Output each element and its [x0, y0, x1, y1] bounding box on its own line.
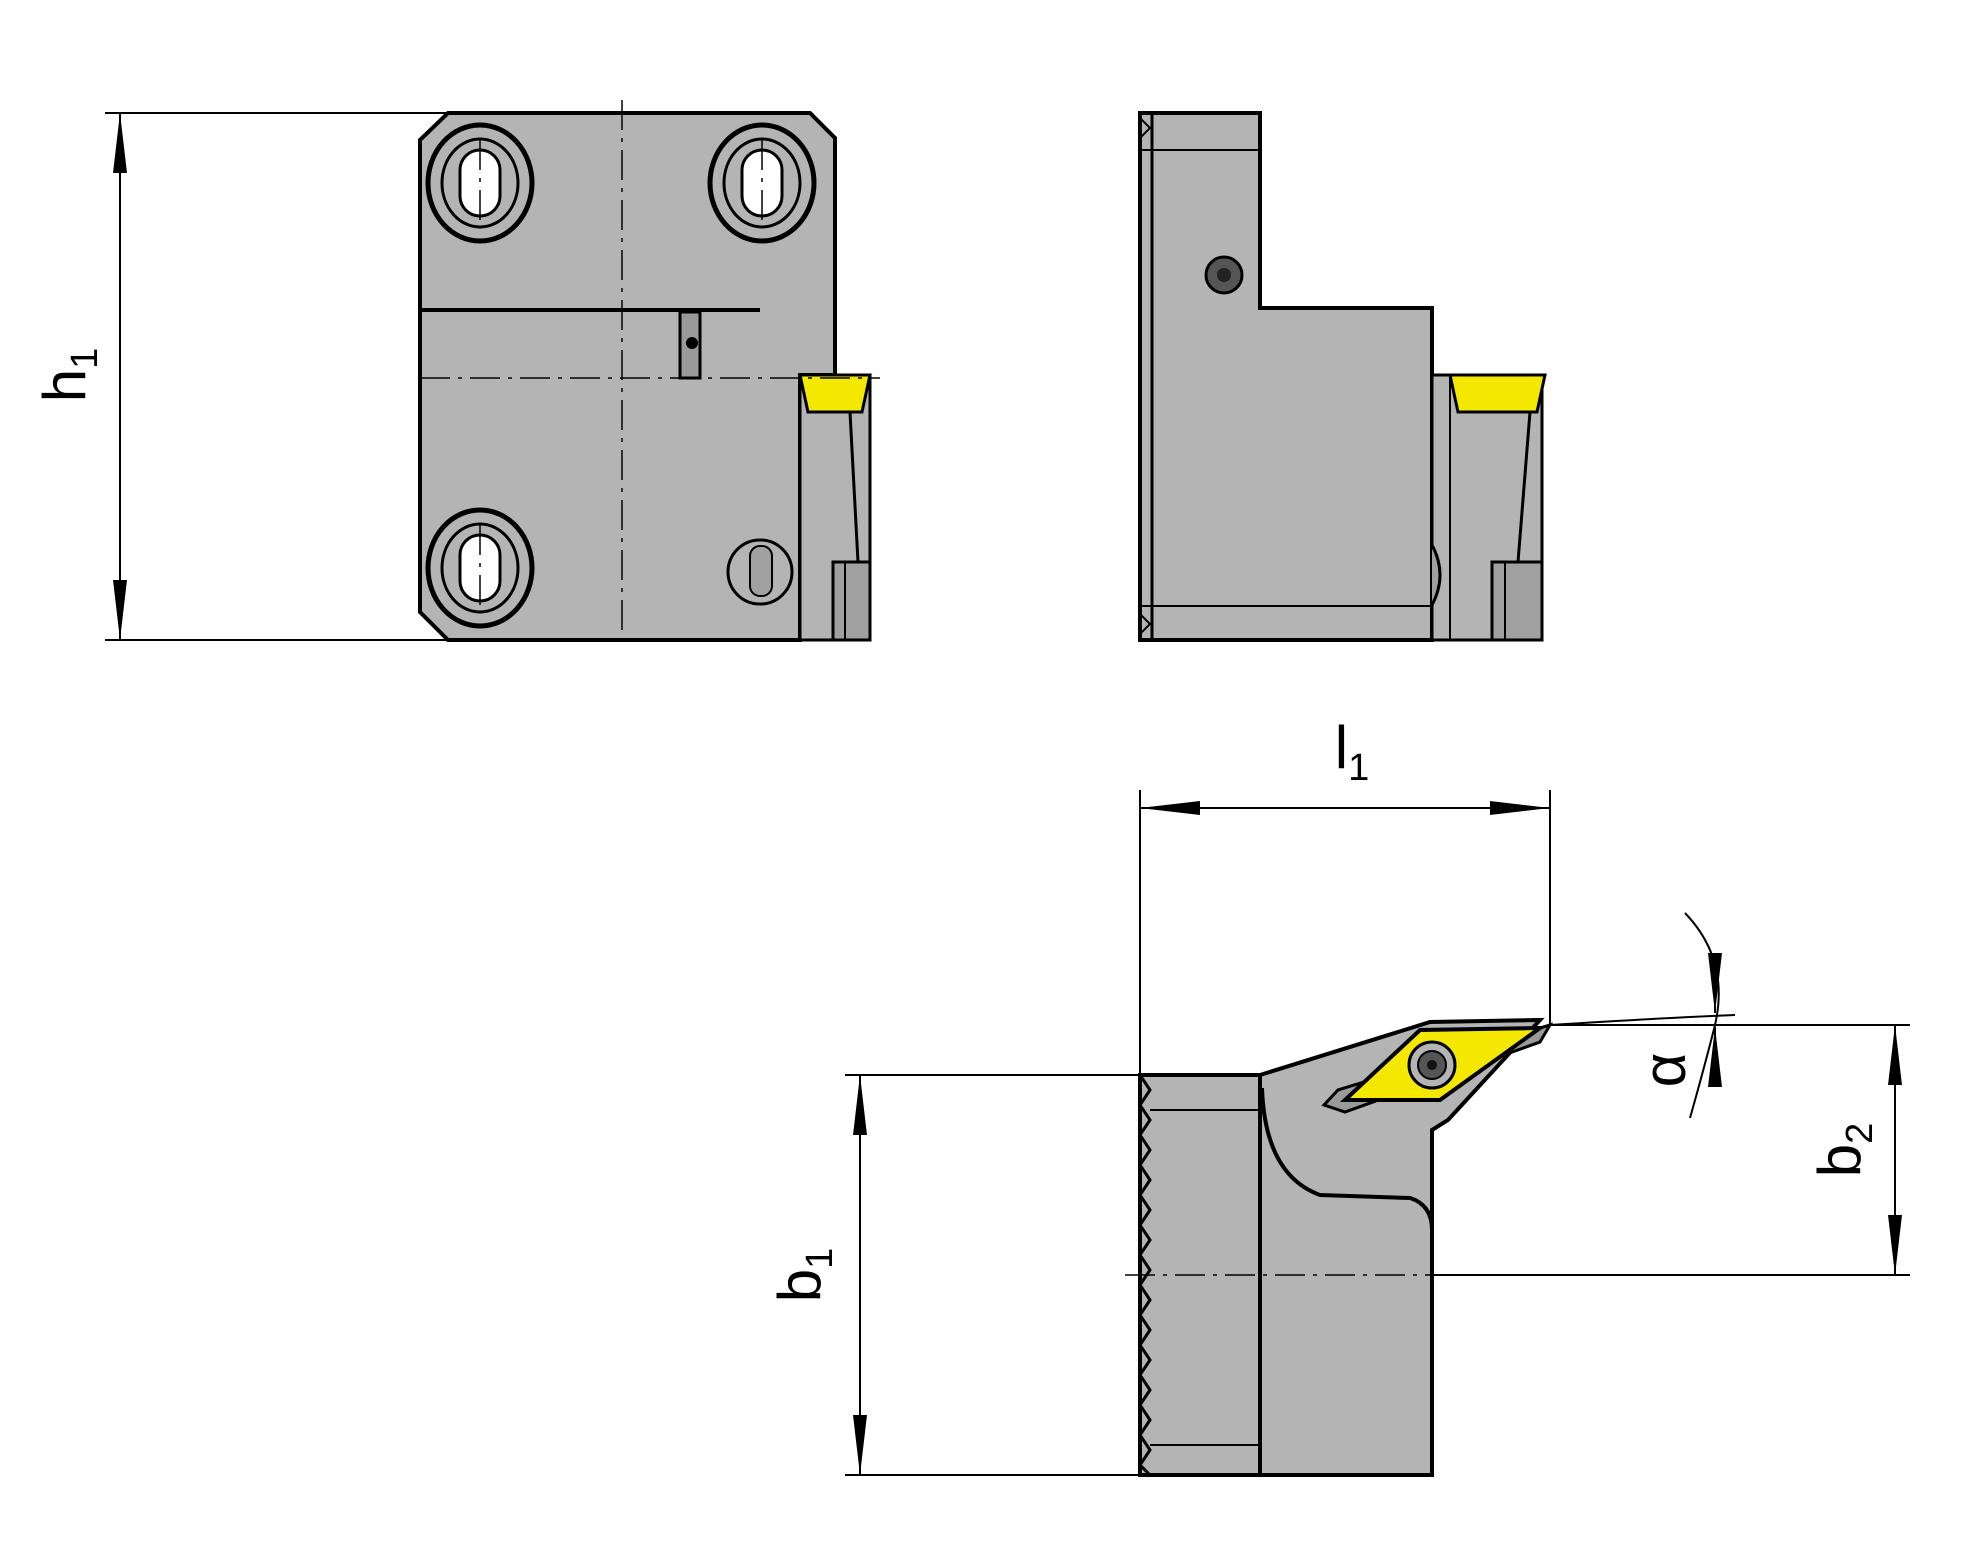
top-teeth [1138, 1074, 1152, 1477]
label-b1: b1 [766, 1248, 841, 1303]
front-slot [422, 308, 760, 312]
label-l1: l1 [1335, 714, 1369, 789]
front-hole-tr [707, 122, 817, 244]
side-clamp [1490, 560, 1544, 642]
front-hole-bl [425, 507, 535, 629]
side-body [1138, 111, 1434, 642]
label-h1: h1 [31, 348, 106, 403]
side-insert [1448, 373, 1547, 414]
front-view [418, 100, 880, 650]
label-b2: b2 [1806, 1123, 1881, 1178]
dimension-lines [105, 112, 1910, 1476]
top-head [1258, 1017, 1545, 1477]
front-insert [798, 373, 872, 414]
label-alpha: α [1631, 1053, 1698, 1088]
top-view [1125, 1017, 1910, 1477]
front-hole-tl [425, 122, 535, 244]
front-pin [726, 538, 794, 606]
side-screw [1204, 255, 1244, 295]
top-insert [1321, 1022, 1554, 1114]
side-view [1138, 111, 1547, 642]
front-screw [831, 560, 872, 642]
dimension-labels: h1 l1 b1 b2 α [31, 348, 1881, 1303]
